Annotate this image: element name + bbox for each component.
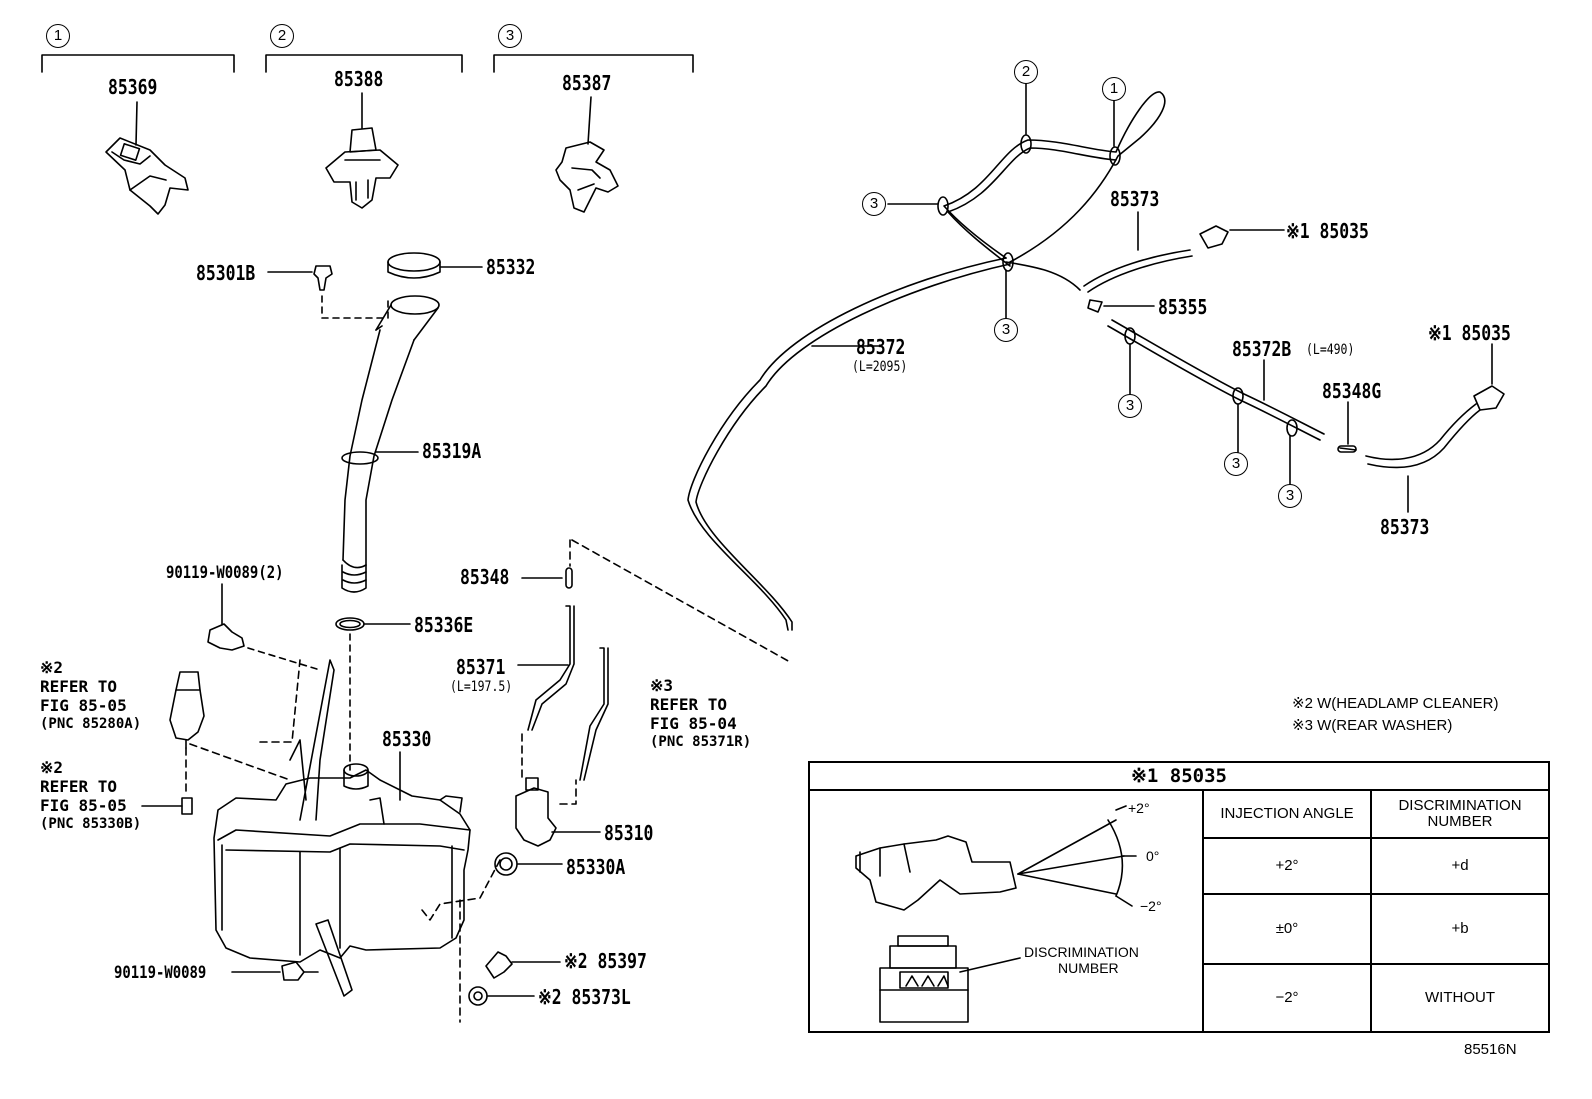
legend-note-2: ※2 W(HEADLAMP CLEANER) (1292, 695, 1499, 712)
ref-85280A-pnc: (PNC 85280A) (40, 716, 142, 732)
part-85373L-label: ※2 85373L (538, 985, 631, 1009)
callout-1-group: 1 (46, 24, 70, 48)
ref-85371R-line2: FIG 85-04 (650, 714, 737, 733)
figure-code: 85516N (1464, 1041, 1517, 1058)
part-85355-label: 85355 (1158, 295, 1208, 319)
callout-3-group: 3 (498, 24, 522, 48)
bolt-90119-top (207, 583, 321, 671)
ref-85330B-pnc: (PNC 85330B) (40, 816, 142, 832)
grommet-85330A (494, 852, 563, 876)
ref-85280A: ※2 REFER TO FIG 85-05 (PNC 85280A) (40, 658, 141, 734)
ref-85371R-line1: REFER TO (650, 695, 728, 714)
spec-table-title: ※1 85035 (808, 761, 1550, 791)
row3-angle: −2° (1202, 963, 1372, 1033)
ref-85280A-mark: ※2 (40, 658, 64, 677)
ref-85371R-mark: ※3 (650, 676, 674, 695)
part-85319A-label: 85319A (422, 439, 482, 463)
part-85373-bottom-label: 85373 (1380, 515, 1430, 539)
ref-85330B-line2: FIG 85-05 (40, 796, 127, 815)
clip-85388 (325, 92, 399, 209)
discrimination-label-2: NUMBER (1058, 960, 1119, 976)
callout-1-hose: 1 (1102, 77, 1126, 101)
part-85330-label: 85330 (382, 727, 432, 751)
oring-85336E (335, 617, 411, 771)
ref-85330B-mark: ※2 (40, 758, 64, 777)
part-90119-2-label: 90119-W0089(2) (166, 563, 284, 583)
part-85397-label: ※2 85397 (564, 949, 647, 973)
part-85301B-label: 85301B (196, 261, 256, 285)
angle-zero-label: 0° (1146, 848, 1160, 864)
discrimination-label-1: DISCRIMINATION (1024, 944, 1139, 960)
part-85336E-label: 85336E (414, 613, 474, 637)
angle-plus-label: +2° (1128, 800, 1150, 816)
ref-85280A-line2: FIG 85-05 (40, 696, 127, 715)
callout-3-hose-d: 3 (1224, 452, 1248, 476)
ref-85330B: ※2 REFER TO FIG 85-05 (PNC 85330B) (40, 758, 141, 834)
row2-disc: +b (1370, 893, 1550, 965)
callout-3-hose-a: 3 (862, 192, 886, 216)
part-85330A-label: 85330A (566, 855, 626, 879)
clip-85387 (555, 96, 619, 213)
callout-3-hose-e: 3 (1278, 484, 1302, 508)
callout-3-hose-b: 3 (994, 318, 1018, 342)
part-85332-label: 85332 (486, 255, 536, 279)
motor-85280A (169, 671, 205, 749)
ref-85330B-line1: REFER TO (40, 777, 118, 796)
dashed-guides (185, 539, 791, 1023)
callout-3-hose-c: 3 (1118, 394, 1142, 418)
ref-85371R-pnc: (PNC 85371R) (650, 734, 752, 750)
col-discrimination-number: DISCRIMINATION NUMBER (1370, 789, 1550, 839)
part-85372B-length: (L=490) (1306, 342, 1355, 358)
callout-2-group: 2 (270, 24, 294, 48)
nozzle-spec-table: ※1 85035 INJECTION ANGLE DISCRIMINATION … (808, 761, 1550, 1033)
part-85348-label: 85348 (460, 565, 510, 589)
part-85369-label: 85369 (108, 75, 158, 99)
part-85372B-label: 85372B (1232, 337, 1292, 361)
part-90119-label: 90119-W0089 (114, 963, 207, 983)
ref-85280A-line1: REFER TO (40, 677, 118, 696)
part-85310-label: 85310 (604, 821, 654, 845)
part-85387-label: 85387 (562, 71, 612, 95)
row1-disc: +d (1370, 837, 1550, 895)
tank-85330 (213, 659, 471, 997)
part-85373-top-label: 85373 (1110, 187, 1160, 211)
group-brackets (41, 54, 694, 73)
inlet-85319A (341, 295, 440, 593)
pump-85310 (515, 777, 601, 847)
part-85035-top-label: ※1 85035 (1286, 219, 1369, 243)
row3-disc: WITHOUT (1370, 963, 1550, 1033)
ref-85371R: ※3 REFER TO FIG 85-04 (PNC 85371R) (650, 676, 751, 752)
parts-85397-85373L (468, 951, 561, 1006)
part-85371-length: (L=197.5) (450, 679, 513, 695)
bolt-90119-bottom (231, 961, 319, 981)
part-85372-label: 85372 (856, 335, 906, 359)
bolt-85301B (267, 265, 389, 319)
legend-note-3: ※3 W(REAR WASHER) (1292, 717, 1453, 734)
spec-illustration-cell (808, 789, 1204, 1033)
part-85035-right-label: ※1 85035 (1428, 321, 1511, 345)
cap-85332 (387, 252, 483, 279)
part-85348G-label: 85348G (1322, 379, 1382, 403)
part-85372-length: (L=2095) (852, 359, 908, 375)
plug-85330B (141, 797, 193, 815)
clip-85369 (105, 101, 189, 215)
part-85371-label: 85371 (456, 655, 506, 679)
hose-network (687, 81, 1505, 631)
col-injection-angle: INJECTION ANGLE (1202, 789, 1372, 839)
hose-85371 (517, 567, 609, 781)
angle-minus-label: −2° (1140, 898, 1162, 914)
part-85388-label: 85388 (334, 67, 384, 91)
row1-angle: +2° (1202, 837, 1372, 895)
row2-angle: ±0° (1202, 893, 1372, 965)
callout-2-hose: 2 (1014, 60, 1038, 84)
